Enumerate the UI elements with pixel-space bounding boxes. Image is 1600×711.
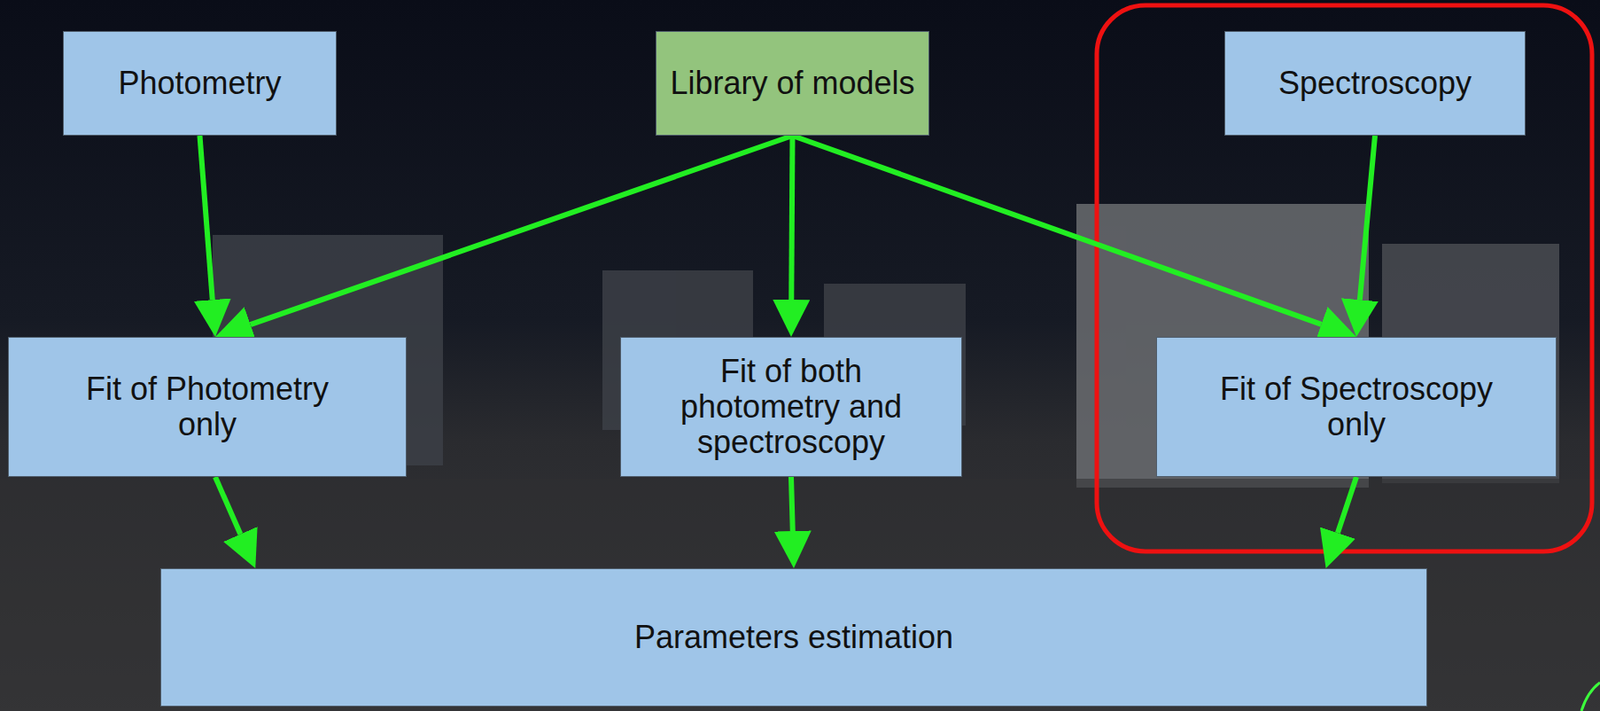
box-label: Fit of Photometry only bbox=[61, 371, 354, 443]
flow-arrow bbox=[791, 135, 793, 300]
flow-arrow bbox=[215, 476, 241, 535]
process-box: Spectroscopy bbox=[1224, 31, 1526, 136]
box-label: Spectroscopy bbox=[1278, 65, 1472, 101]
flow-arrow bbox=[792, 135, 1322, 325]
process-box: Fit of Spectroscopy only bbox=[1156, 336, 1557, 477]
process-box: Photometry bbox=[62, 31, 337, 136]
model-library-box: Library of models bbox=[655, 31, 930, 136]
process-box: Parameters estimation bbox=[160, 567, 1428, 707]
corner-mark bbox=[1581, 682, 1600, 711]
process-box: Fit of Photometry only bbox=[7, 336, 407, 477]
highlight-outline bbox=[1096, 5, 1593, 552]
box-label: Library of models bbox=[669, 65, 915, 101]
flow-arrow bbox=[791, 476, 793, 531]
box-label: Fit of both photometry and spectroscopy bbox=[640, 353, 942, 461]
flow-arrow bbox=[1359, 135, 1375, 300]
box-label: Fit of Spectroscopy only bbox=[1210, 371, 1503, 443]
platform bbox=[0, 478, 1600, 711]
box-label: Parameters estimation bbox=[634, 619, 954, 655]
telescope-buildings bbox=[212, 203, 1560, 488]
process-box: Fit of both photometry and spectroscopy bbox=[620, 336, 963, 477]
box-label: Photometry bbox=[117, 65, 281, 101]
flow-arrow bbox=[250, 135, 793, 325]
flow-arrow bbox=[1337, 476, 1357, 533]
flow-arrow bbox=[200, 135, 213, 300]
